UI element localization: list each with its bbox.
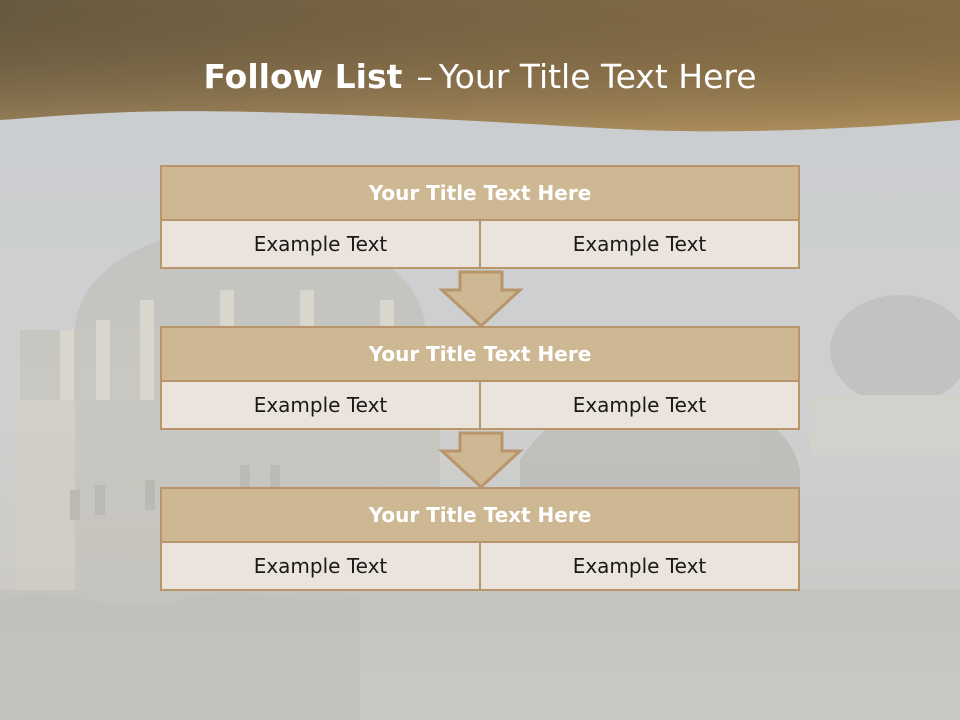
step-title: Your Title Text Here [160, 165, 800, 221]
down-arrow-icon [438, 270, 524, 329]
step-cell-right: Example Text [480, 221, 800, 269]
step-2: Your Title Text Here Example Text Exampl… [160, 326, 800, 430]
step-title: Your Title Text Here [160, 487, 800, 543]
step-3: Your Title Text Here Example Text Exampl… [160, 487, 800, 591]
down-arrow-icon [438, 431, 524, 490]
step-title: Your Title Text Here [160, 326, 800, 382]
step-cell-right: Example Text [480, 382, 800, 430]
step-1: Your Title Text Here Example Text Exampl… [160, 165, 800, 269]
title-dash: – [416, 57, 433, 96]
step-cell-left: Example Text [160, 543, 480, 591]
title-bold: Follow List [203, 57, 403, 96]
step-cell-left: Example Text [160, 382, 480, 430]
title-rest: Your Title Text Here [438, 57, 757, 96]
step-cell-right: Example Text [480, 543, 800, 591]
step-cell-left: Example Text [160, 221, 480, 269]
slide-title: Follow List–Your Title Text Here [0, 52, 960, 102]
